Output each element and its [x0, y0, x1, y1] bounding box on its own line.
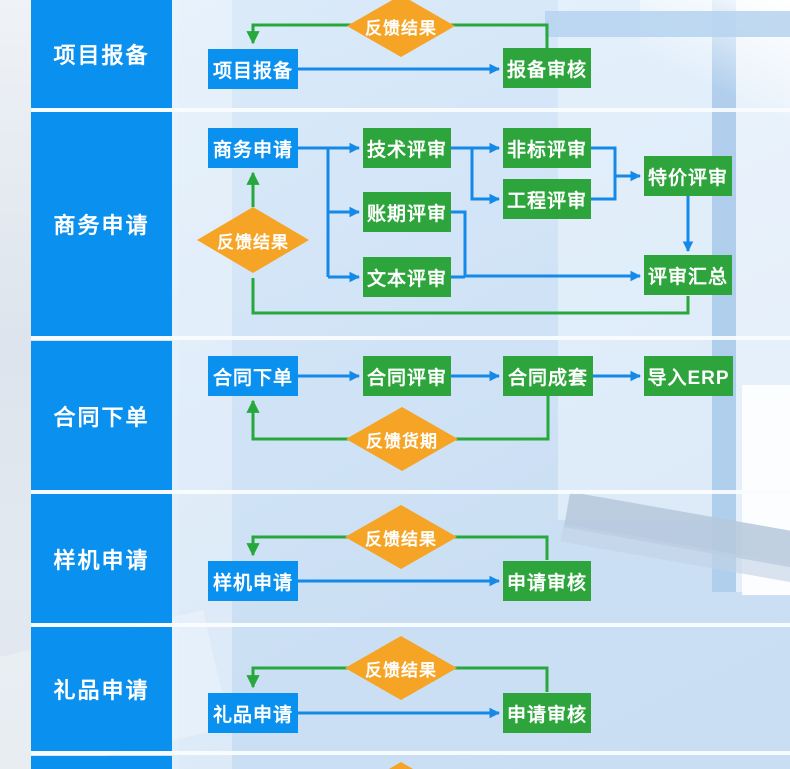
sidebar-item-project-report: 项目报备: [31, 0, 172, 108]
sidebar-item-partial: [31, 756, 172, 769]
sidebar-label: 合同下单: [53, 404, 150, 430]
node-business-apply: 商务申请: [208, 128, 298, 168]
sidebar-label: 礼品申请: [53, 678, 150, 703]
row-separator: [31, 108, 790, 112]
row-separator: [31, 490, 790, 494]
sidebar-item-business-apply: 商务申请: [31, 112, 172, 336]
background-left-margin: [0, 0, 31, 769]
row-separator: [31, 336, 790, 340]
node-engineering-review: 工程评审: [503, 179, 591, 219]
node-apply-review: 申请审核: [503, 693, 591, 733]
node-nonstandard-review: 非标评审: [503, 128, 591, 168]
sidebar-item-sample-apply: 样机申请: [31, 494, 172, 623]
sidebar-item-contract-order: 合同下单: [31, 341, 172, 490]
node-tech-review: 技术评审: [363, 128, 451, 168]
node-project-report: 项目报备: [208, 49, 298, 89]
node-sample-apply: 样机申请: [208, 561, 298, 601]
node-review-summary: 评审汇总: [644, 255, 732, 295]
node-payment-review: 账期评审: [363, 192, 451, 232]
row-separator: [31, 751, 790, 755]
node-contract-order: 合同下单: [208, 356, 298, 396]
window-mullion-horizontal: [545, 11, 790, 37]
node-text-review: 文本评审: [363, 257, 451, 297]
node-report-review: 报备审核: [503, 48, 591, 88]
sidebar-content-divider: [172, 0, 179, 769]
sidebar-item-gift-apply: 礼品申请: [31, 627, 172, 751]
sidebar-label: 样机申请: [53, 547, 150, 573]
sidebar-label: 项目报备: [53, 43, 150, 68]
node-special-price-review: 特价评审: [644, 156, 732, 196]
row-separator: [31, 623, 790, 627]
node-contract-review: 合同评审: [363, 356, 451, 396]
diamond-partial-tip: [389, 762, 413, 769]
sidebar-label: 商务申请: [53, 213, 150, 238]
node-apply-review: 申请审核: [503, 561, 591, 601]
node-import-erp: 导入ERP: [644, 356, 733, 396]
node-gift-apply: 礼品申请: [208, 693, 298, 733]
node-contract-complete: 合同成套: [503, 356, 593, 396]
